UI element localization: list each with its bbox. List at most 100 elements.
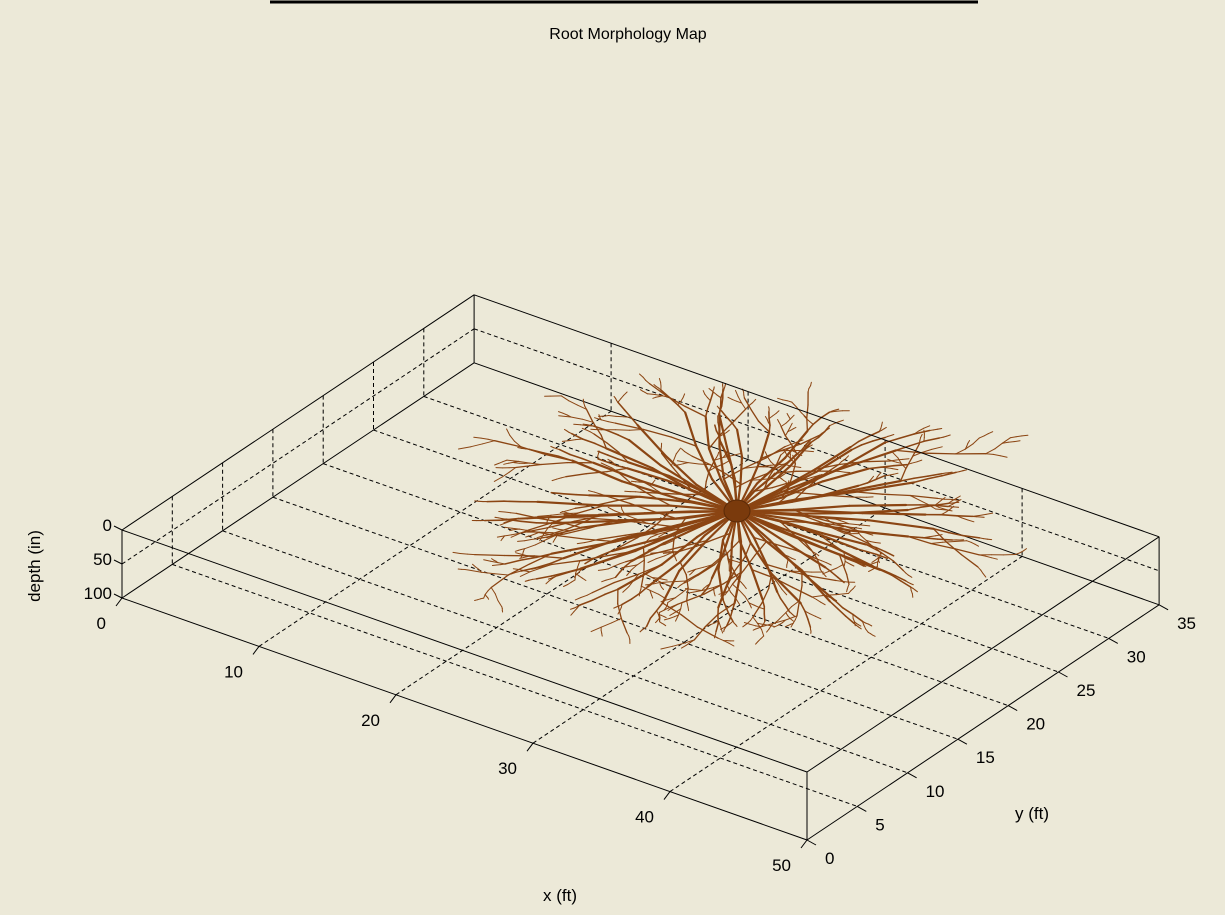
root-segment: [834, 408, 840, 411]
root-segment: [898, 433, 915, 440]
root-segment: [791, 401, 798, 408]
root-segment: [856, 529, 863, 533]
root-segment: [743, 457, 767, 469]
root-segment: [550, 445, 555, 449]
root-segment: [871, 475, 874, 479]
root-segment: [649, 609, 658, 620]
root-segment: [781, 399, 788, 402]
root-segment: [615, 429, 631, 431]
root-segment: [494, 516, 500, 519]
root-segment: [545, 580, 550, 585]
root-segment: [539, 531, 553, 534]
root-segment: [960, 553, 979, 568]
root-segment: [548, 577, 554, 582]
root-segment: [867, 466, 882, 470]
root-segment: [621, 508, 624, 513]
root-segment: [866, 478, 877, 484]
z-axis-label: depth (in): [25, 530, 44, 602]
root-segment: [697, 564, 716, 577]
root-segment: [946, 434, 951, 437]
y-tick-mark: [1108, 637, 1119, 644]
root-segment: [725, 617, 731, 627]
z-tick-label: 0: [103, 516, 112, 535]
root-segment: [570, 607, 575, 610]
root-segment: [659, 464, 700, 490]
root-segment: [536, 535, 542, 539]
root-segment: [550, 560, 581, 566]
root-segment: [985, 448, 996, 455]
root-segment: [639, 373, 644, 378]
root-segment: [506, 428, 511, 436]
root-segment: [718, 593, 723, 595]
root-segment: [731, 569, 745, 585]
y-tick-label: 0: [825, 849, 834, 868]
root-segment: [676, 602, 683, 606]
root-segment: [712, 532, 731, 541]
root-segment: [884, 437, 901, 444]
root-segment: [836, 607, 847, 617]
root-segment: [563, 428, 568, 432]
root-segment: [649, 533, 660, 538]
root-segment: [661, 532, 666, 536]
root-segment: [547, 577, 553, 580]
root-segment: [681, 448, 685, 452]
root-segment: [654, 524, 699, 541]
root-segment: [519, 557, 524, 559]
root-segment: [880, 424, 883, 429]
root-segment: [725, 416, 734, 425]
root-segment: [961, 517, 969, 521]
root-segment: [560, 476, 567, 479]
root-segment: [902, 570, 907, 574]
root-segment: [508, 467, 517, 473]
root-segment: [714, 457, 724, 461]
root-segment: [521, 554, 530, 557]
root-segment: [766, 418, 769, 423]
root-segment: [748, 402, 754, 407]
root-segment: [740, 581, 745, 586]
root-segment: [705, 470, 710, 483]
root-segment: [498, 461, 504, 464]
root-segment: [487, 438, 496, 442]
root-segment: [658, 534, 663, 538]
root-segment: [913, 478, 929, 484]
root-segment: [615, 470, 633, 485]
root-segment: [458, 446, 472, 450]
root-segment: [639, 629, 643, 633]
root-segment: [517, 446, 523, 449]
root-segment: [931, 446, 943, 450]
root-segment: [673, 453, 677, 461]
root-segment: [735, 597, 740, 605]
root-segment: [498, 511, 506, 513]
root-segment: [964, 443, 974, 450]
root-segment: [776, 591, 782, 600]
root-segment: [883, 426, 887, 430]
root-segment: [728, 620, 734, 625]
root-segment: [467, 569, 482, 573]
root-segment: [897, 457, 902, 464]
root-segment: [801, 443, 807, 451]
root-segment: [954, 540, 968, 542]
root-segment: [789, 422, 793, 428]
root-segment: [850, 588, 854, 592]
root-segment: [586, 424, 591, 426]
root-segment: [513, 571, 519, 574]
root-segment: [663, 615, 667, 619]
root-segment: [850, 564, 855, 567]
grid-line-y-floor: [423, 395, 1109, 639]
root-segment: [689, 572, 693, 576]
root-segment: [472, 563, 476, 568]
root-segment: [606, 465, 613, 469]
root-segment: [900, 462, 907, 469]
root-segment: [852, 585, 856, 589]
root-segment: [585, 408, 594, 423]
root-segment: [848, 590, 852, 594]
root-segment: [768, 477, 779, 480]
root-segment: [566, 512, 572, 515]
root-segment: [480, 437, 489, 440]
root-segment: [678, 545, 698, 553]
root-segment: [606, 461, 618, 467]
root-segment: [582, 423, 588, 426]
root-segment: [528, 448, 545, 454]
root-segment: [811, 594, 825, 598]
root-segment: [723, 629, 725, 633]
